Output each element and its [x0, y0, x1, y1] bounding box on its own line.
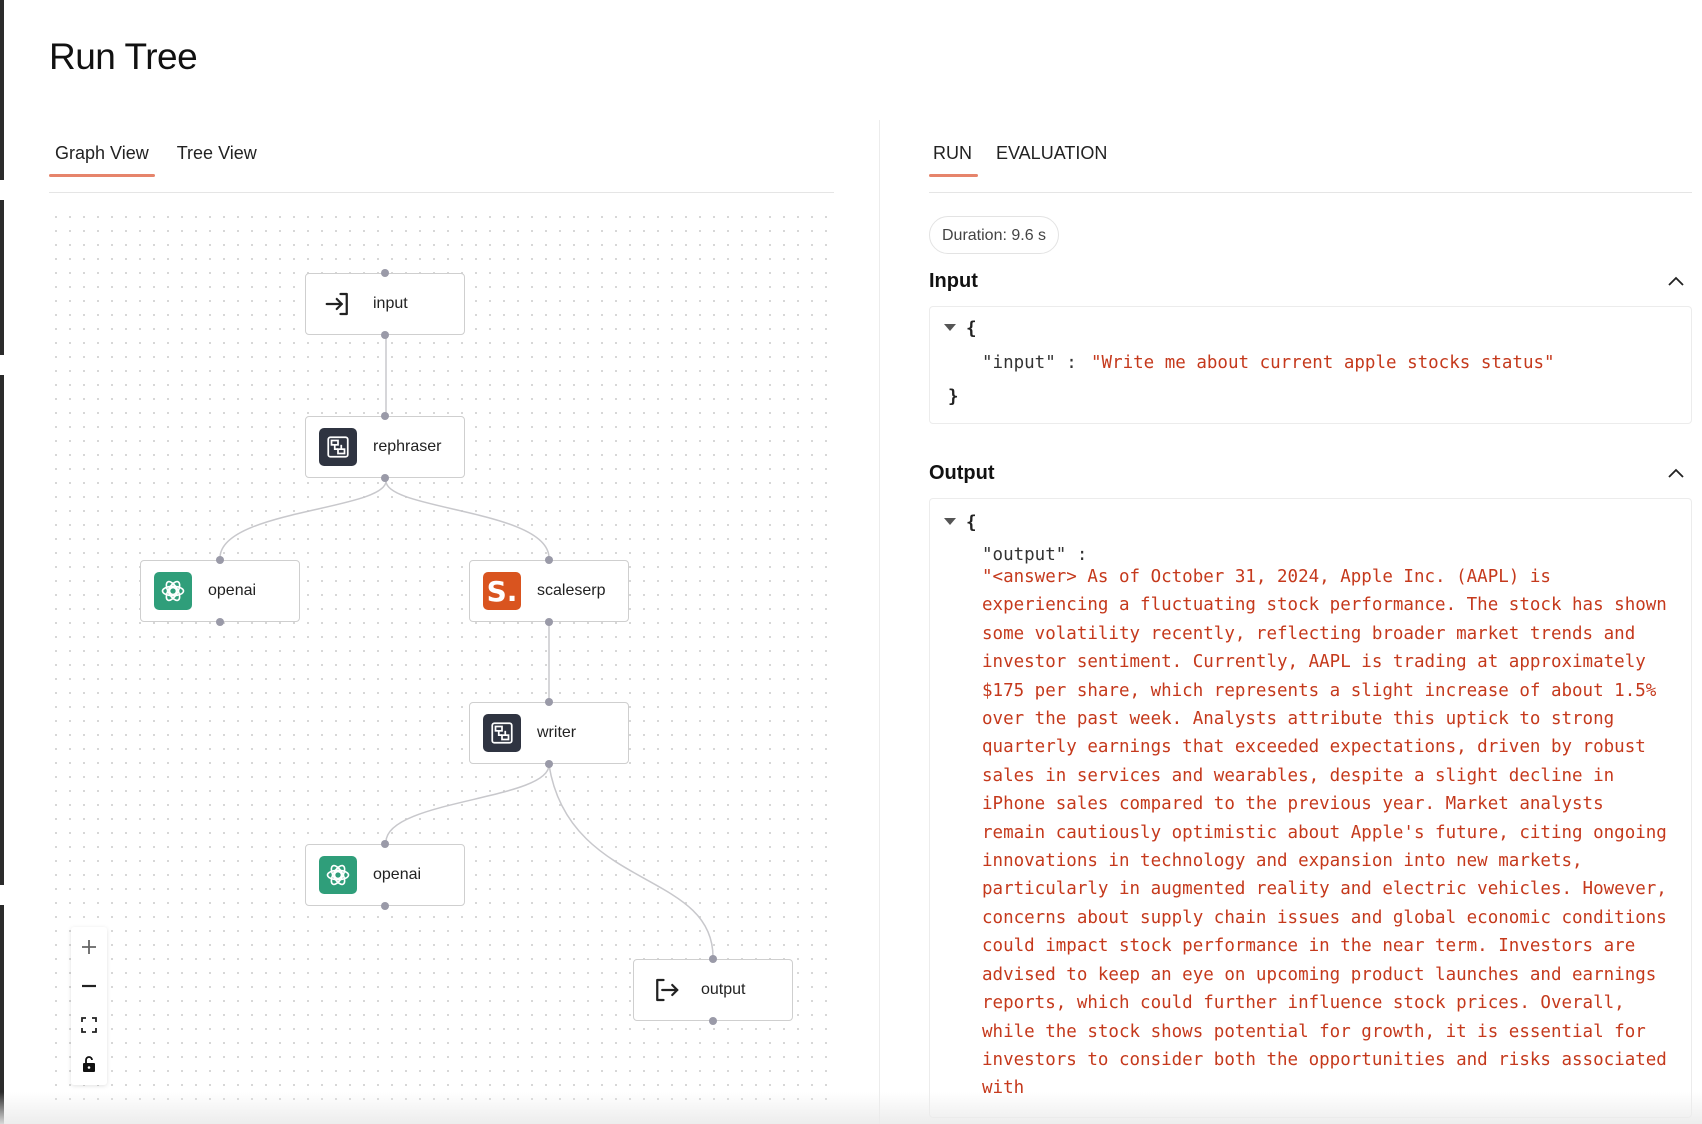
pane-divider	[879, 120, 880, 1124]
fit-view-button[interactable]	[71, 1005, 107, 1044]
edge-writer-openai	[385, 764, 550, 843]
graph-node-openai[interactable]: openai	[305, 840, 465, 910]
node-handle[interactable]	[709, 955, 717, 963]
node-handle[interactable]	[381, 474, 389, 482]
window-left-edge	[0, 0, 4, 1124]
graph-node-rephraser[interactable]: rephraser	[305, 412, 465, 482]
graph-node-input[interactable]: input	[305, 269, 465, 339]
node-handle[interactable]	[216, 618, 224, 626]
node-label: output	[701, 981, 746, 998]
node-handle[interactable]	[216, 556, 224, 564]
output-section-title: Output	[929, 462, 995, 484]
zoom-in-button[interactable]	[71, 927, 107, 966]
node-handle[interactable]	[709, 1017, 717, 1025]
node-label: scaleserp	[537, 582, 606, 599]
node-label: openai	[208, 582, 257, 599]
edge-rephraser-openai	[219, 480, 387, 559]
edge-writer-output	[548, 764, 714, 958]
collapse-caret-icon[interactable]	[944, 518, 956, 525]
node-handle[interactable]	[381, 331, 389, 339]
json-close-brace: }	[948, 387, 959, 407]
node-label: input	[373, 295, 408, 312]
chain-icon	[483, 714, 521, 752]
json-open-brace: {	[966, 319, 977, 339]
scaleserp-logo-text: S.	[486, 574, 518, 608]
node-handle[interactable]	[381, 412, 389, 420]
tab-run[interactable]: RUN	[929, 130, 978, 177]
tab-tree-view[interactable]: Tree View	[176, 143, 257, 163]
lock-icon	[83, 1055, 95, 1072]
graph-controls	[71, 927, 107, 1085]
openai-logo-icon	[154, 572, 192, 610]
graph-tabs-divider	[49, 192, 834, 193]
node-handle[interactable]	[545, 760, 553, 768]
json-key: "output" :	[982, 545, 1088, 565]
openai-logo-icon	[319, 856, 357, 894]
graph-node-openai[interactable]: openai	[140, 556, 300, 626]
json-string-value: "<answer> As of October 31, 2024, Apple …	[982, 567, 1678, 1099]
run-tabs-divider	[929, 192, 1692, 193]
run-tabs: RUN EVALUATION	[929, 130, 1113, 177]
page-title: Run Tree	[49, 36, 198, 77]
chain-icon	[319, 428, 357, 466]
output-json-viewer: { "output" : "<answer> As of October 31,…	[929, 498, 1692, 1118]
fit-view-icon	[81, 1016, 97, 1033]
graph-node-writer[interactable]: writer	[469, 698, 629, 768]
input-arrow-icon	[319, 285, 357, 323]
zoom-out-button[interactable]	[71, 966, 107, 1005]
scaleserp-logo-icon: S.	[483, 572, 521, 610]
graph-edges	[219, 338, 714, 958]
node-handle[interactable]	[545, 698, 553, 706]
tab-graph-view[interactable]: Graph View	[49, 130, 155, 177]
graph-node-scaleserp[interactable]: S. scaleserp	[469, 556, 629, 626]
input-json-viewer: { "input" : "Write me about current appl…	[929, 306, 1692, 424]
edge-rephraser-scaleserp	[385, 480, 550, 559]
duration-badge: Duration: 9.6 s	[929, 216, 1060, 254]
zoom-in-icon	[82, 939, 96, 954]
output-collapse-chevron-up-icon[interactable]	[1664, 462, 1688, 486]
node-handle[interactable]	[381, 902, 389, 910]
zoom-out-icon	[82, 984, 96, 987]
tab-evaluation[interactable]: EVALUATION	[996, 143, 1108, 163]
input-section-title: Input	[929, 270, 978, 292]
bottom-scroll-fade	[0, 1092, 1702, 1124]
output-arrow-icon	[647, 971, 685, 1009]
node-handle[interactable]	[381, 269, 389, 277]
node-label: openai	[373, 866, 422, 883]
node-label: rephraser	[373, 438, 442, 455]
json-string-value: "Write me about current apple stocks sta…	[1091, 353, 1555, 373]
graph-tabs: Graph View Tree View	[49, 130, 263, 177]
node-handle[interactable]	[381, 840, 389, 848]
node-label: writer	[537, 724, 577, 741]
node-handle[interactable]	[545, 618, 553, 626]
graph-node-output[interactable]: output	[633, 955, 793, 1025]
collapse-caret-icon[interactable]	[944, 324, 956, 331]
json-open-brace: {	[966, 513, 977, 533]
node-handle[interactable]	[545, 556, 553, 564]
graph-canvas[interactable]: input rephraser openai S. scaleserp writ…	[49, 210, 834, 1110]
lock-button[interactable]	[71, 1044, 107, 1083]
json-key: "input" :	[982, 353, 1077, 373]
input-collapse-chevron-up-icon[interactable]	[1664, 270, 1688, 294]
